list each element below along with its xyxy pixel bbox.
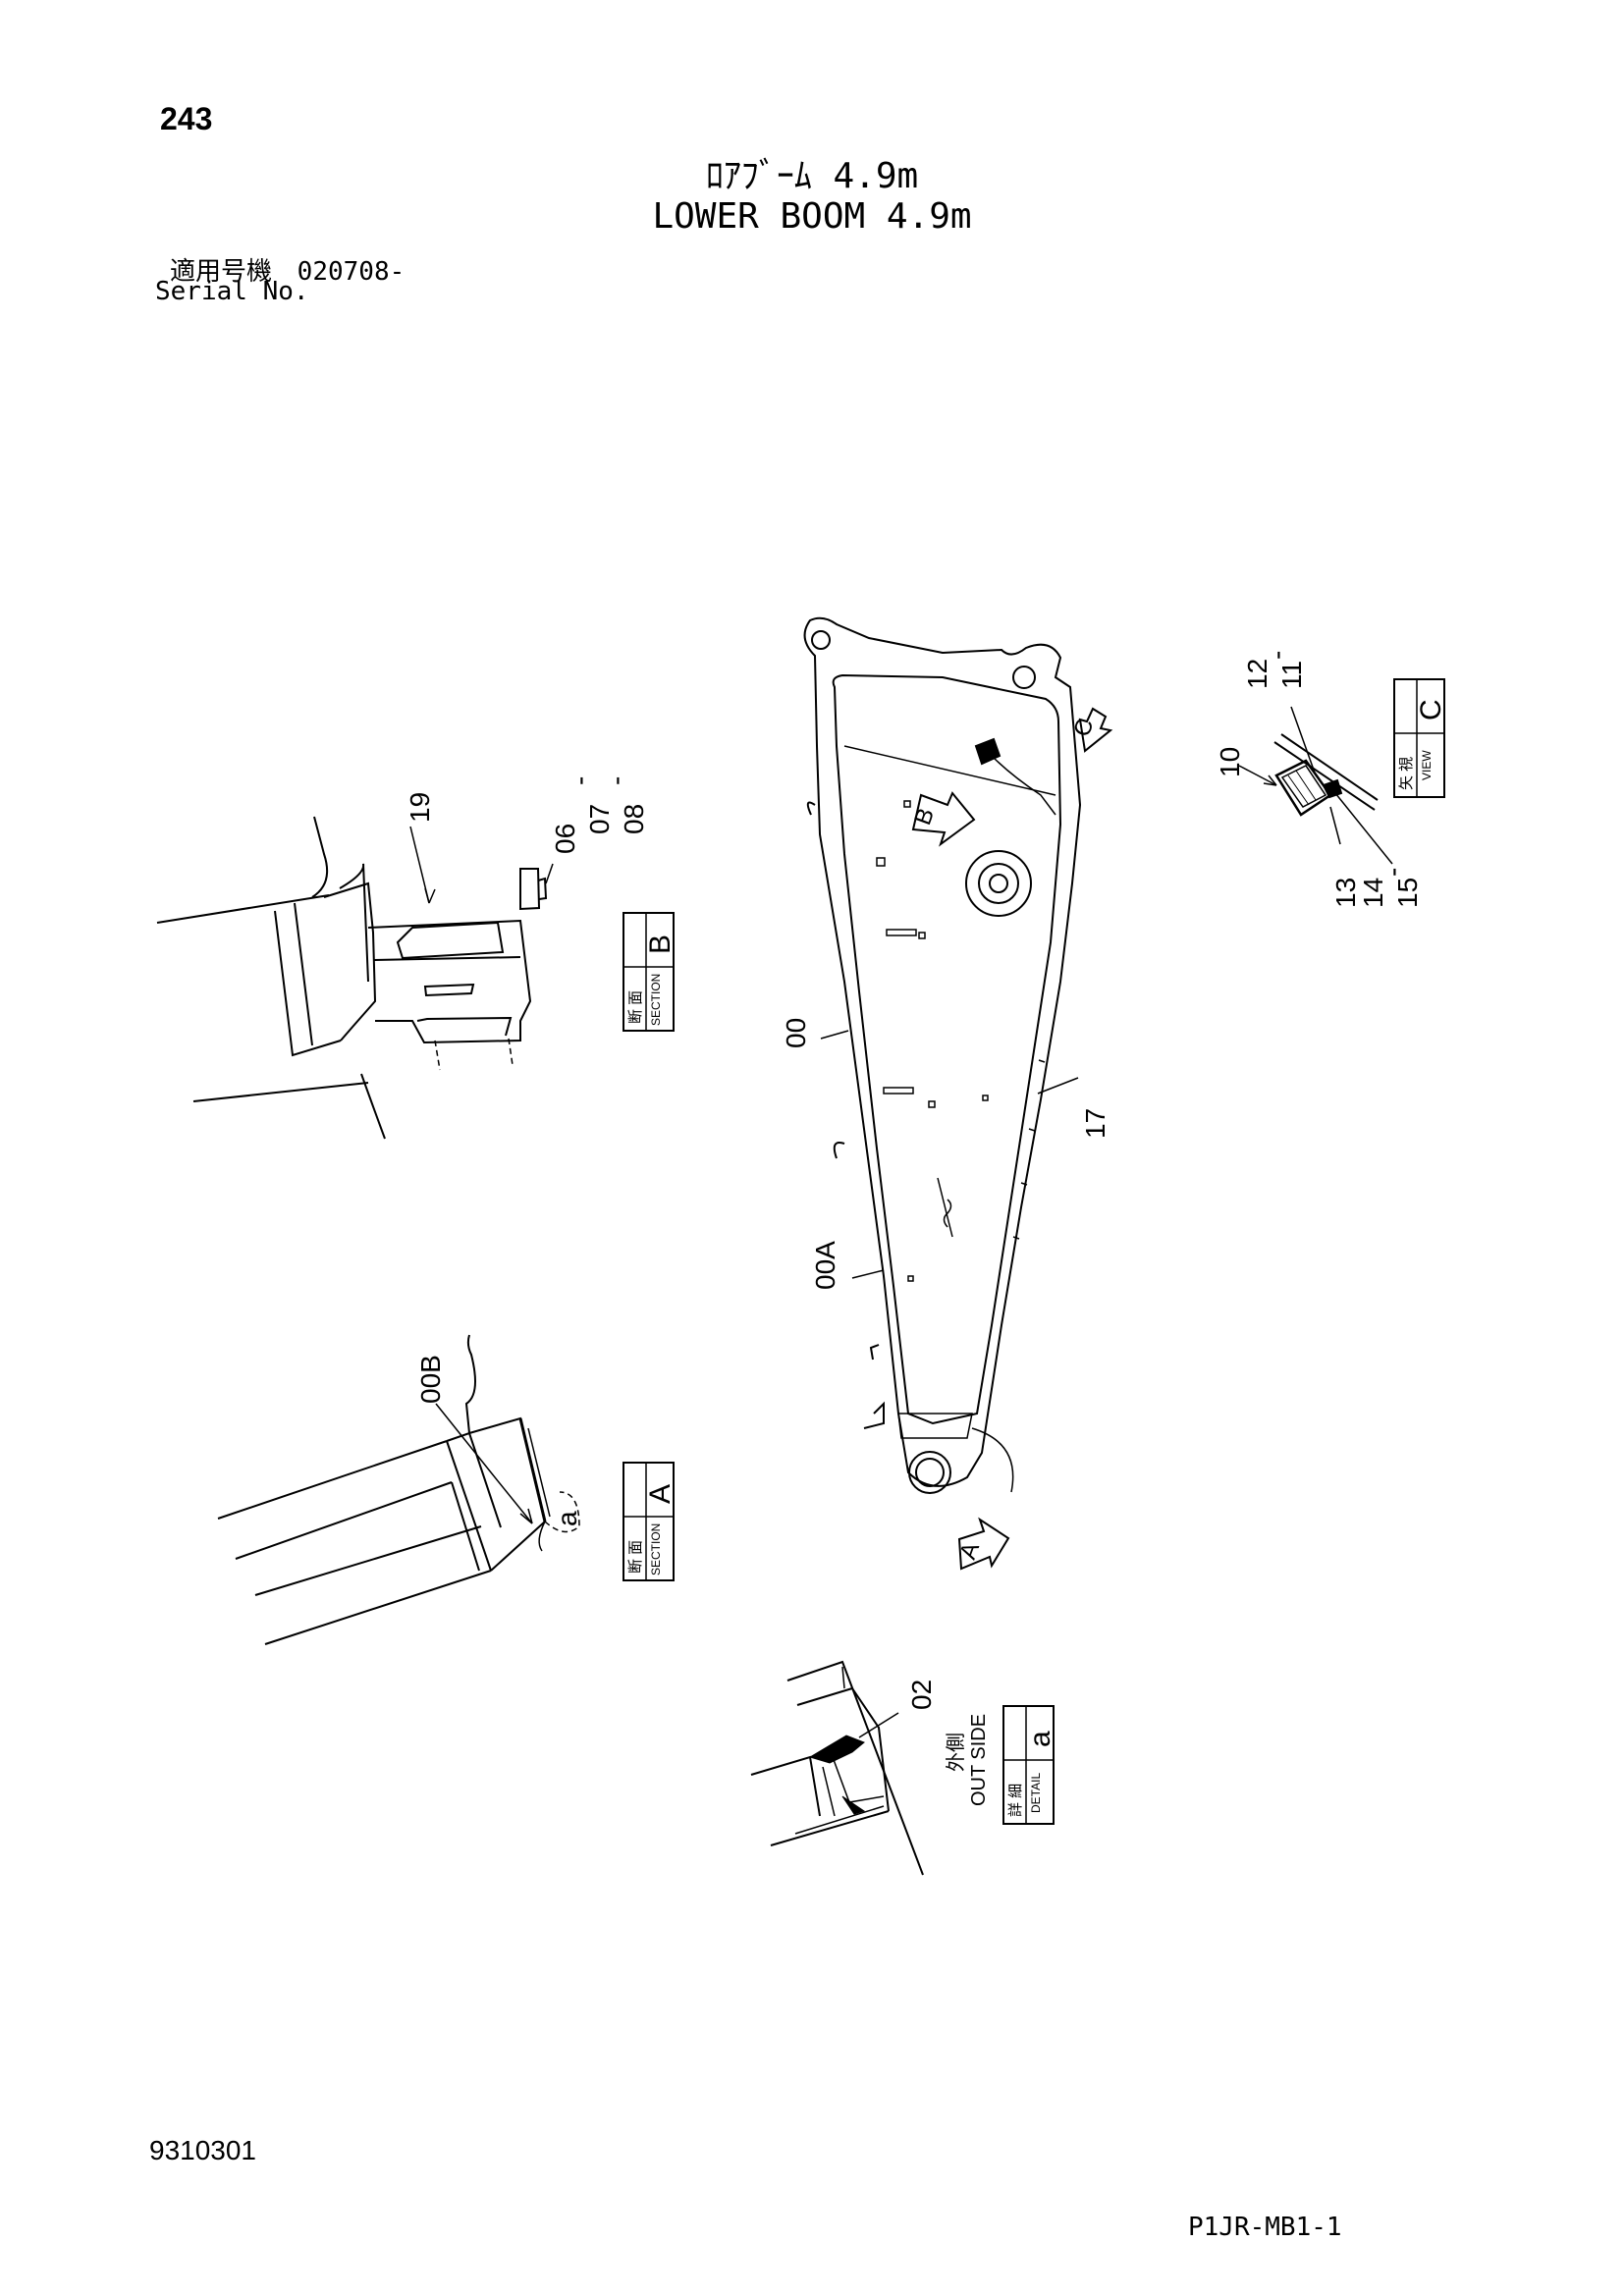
callout-15: 15 [1392, 878, 1423, 908]
svg-text:-: - [1262, 651, 1292, 660]
callout-14: 14 [1358, 878, 1388, 908]
svg-text:a: a [1024, 1731, 1056, 1747]
svg-text:VIEW: VIEW [1420, 750, 1434, 780]
callout-00b: 00B [415, 1355, 446, 1404]
callout-07: 07 [584, 804, 615, 834]
callout-11: 11 [1276, 661, 1307, 689]
svg-text:SECTION: SECTION [649, 974, 663, 1026]
callout-10: 10 [1215, 747, 1245, 777]
title-english: LOWER BOOM 4.9m [652, 196, 972, 237]
detail-a-label: 詳 細 DETAIL a [1002, 1705, 1056, 1825]
section-b-label: 断 面 SECTION B [623, 912, 677, 1032]
svg-text:断 面: 断 面 [627, 990, 644, 1024]
serial-label-japanese: 適用号機 020708- [170, 251, 405, 288]
svg-text:A: A [954, 1539, 985, 1563]
svg-text:DETAIL: DETAIL [1029, 1773, 1043, 1813]
callout-19: 19 [405, 792, 435, 823]
view-c: 10 12 11 - 13 14 15 - 矢 視 VIEW C [1215, 651, 1447, 908]
svg-text:-: - [565, 776, 595, 785]
view-c-label: 矢 視 VIEW C [1393, 678, 1447, 798]
document-number: 9310301 [149, 2135, 257, 2165]
serial-jp-label: 適用号機 [170, 257, 273, 287]
svg-text:矢 視: 矢 視 [1398, 757, 1415, 790]
callout-02: 02 [906, 1680, 937, 1710]
section-b-view: 19 06 07 08 - - 断 面 SECTION B [156, 776, 677, 1140]
page-number: 243 [160, 101, 213, 136]
section-a-view: 00B a 断 面 SECTION A [217, 1334, 677, 1645]
title-japanese: ﾛｱﾌﾞｰﾑ 4.9m [705, 156, 919, 196]
serial-label-english: Serial No. [155, 277, 309, 306]
detail-marker-a: a [552, 1511, 582, 1526]
callout-12: 12 [1242, 659, 1272, 689]
callout-13: 13 [1330, 878, 1361, 908]
callout-00a: 00A [810, 1241, 840, 1290]
serial-value: 020708- [297, 257, 406, 287]
svg-text:詳 細: 詳 細 [1007, 1784, 1024, 1817]
svg-text:断 面: 断 面 [627, 1540, 644, 1574]
section-a-label: 断 面 SECTION A [623, 1462, 677, 1581]
callout-06: 06 [550, 824, 580, 854]
outside-label-jp: 外側 [945, 1733, 967, 1772]
svg-text:A: A [644, 1484, 677, 1504]
svg-text:-: - [1378, 868, 1408, 877]
svg-text:C: C [1068, 716, 1099, 741]
svg-text:-: - [601, 776, 631, 785]
callout-17: 17 [1080, 1108, 1110, 1139]
outside-label-en: OUT SIDE [968, 1714, 990, 1806]
detail-a-view: 02 外側 OUT SIDE 詳 細 DETAIL a [750, 1660, 1056, 1876]
callout-08: 08 [619, 804, 649, 834]
svg-text:SECTION: SECTION [649, 1523, 663, 1575]
callout-00: 00 [781, 1018, 811, 1048]
view-marker-b: B [909, 791, 976, 847]
svg-text:B: B [644, 934, 677, 954]
svg-text:C: C [1415, 699, 1447, 721]
footer-code: P1JR-MB1-1 [1188, 2213, 1342, 2242]
view-marker-a: A [954, 1517, 1010, 1571]
lower-boom-main-view: C B A 00 00A 17 [781, 616, 1113, 1571]
